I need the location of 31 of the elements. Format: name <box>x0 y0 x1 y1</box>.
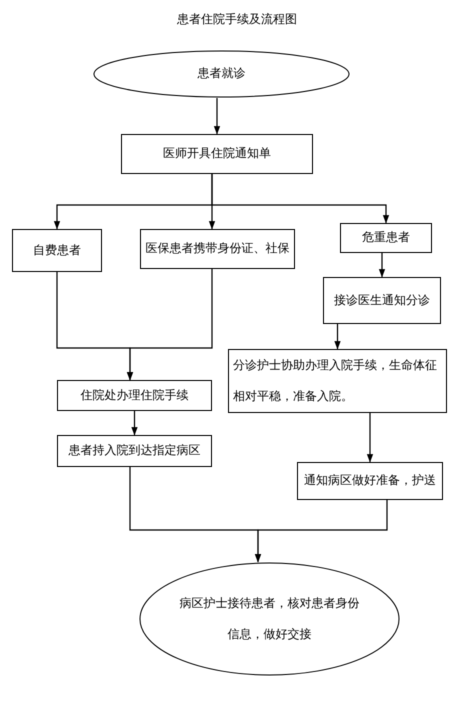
process-box <box>297 462 443 500</box>
process-box <box>57 380 212 411</box>
arrow <box>131 411 138 436</box>
node-text: 自费患者 <box>33 242 81 259</box>
arrow <box>378 253 386 278</box>
process-box <box>140 229 295 269</box>
node-text: 通知病区做好准备，护送 <box>304 472 436 490</box>
arrow <box>214 98 220 135</box>
process-box <box>228 349 447 413</box>
process-box <box>12 229 102 272</box>
diagram-title: 患者住院手续及流程图 <box>176 11 298 28</box>
node-text: 危重患者 <box>362 229 410 246</box>
node-text: 患者就诊 <box>198 65 246 82</box>
node-text: 分诊护士协助办理入院手续，生命体征相对平稳，准备入院。 <box>233 356 438 405</box>
terminal-ellipse <box>93 50 350 98</box>
arrow <box>211 174 390 224</box>
node-text: 医保患者携带身份证、社保 <box>146 240 290 258</box>
arrow <box>334 324 341 350</box>
arrow <box>254 500 388 563</box>
node-text: 住院处办理住院手续 <box>80 386 188 404</box>
process-box <box>340 223 432 253</box>
arrow <box>126 269 213 381</box>
node-text: 医师开具住院通知单 <box>163 145 271 162</box>
process-box <box>323 277 441 324</box>
process-box <box>121 134 313 174</box>
terminal-ellipse <box>139 562 400 676</box>
process-box <box>57 435 212 467</box>
arrow <box>366 413 374 463</box>
node-text: 接诊医生通知分诊 <box>334 292 430 309</box>
node-text: 患者持入院到达指定病区 <box>68 442 200 460</box>
node-text: 病区护士接待患者，核对患者身份信息，做好交接 <box>180 594 360 643</box>
